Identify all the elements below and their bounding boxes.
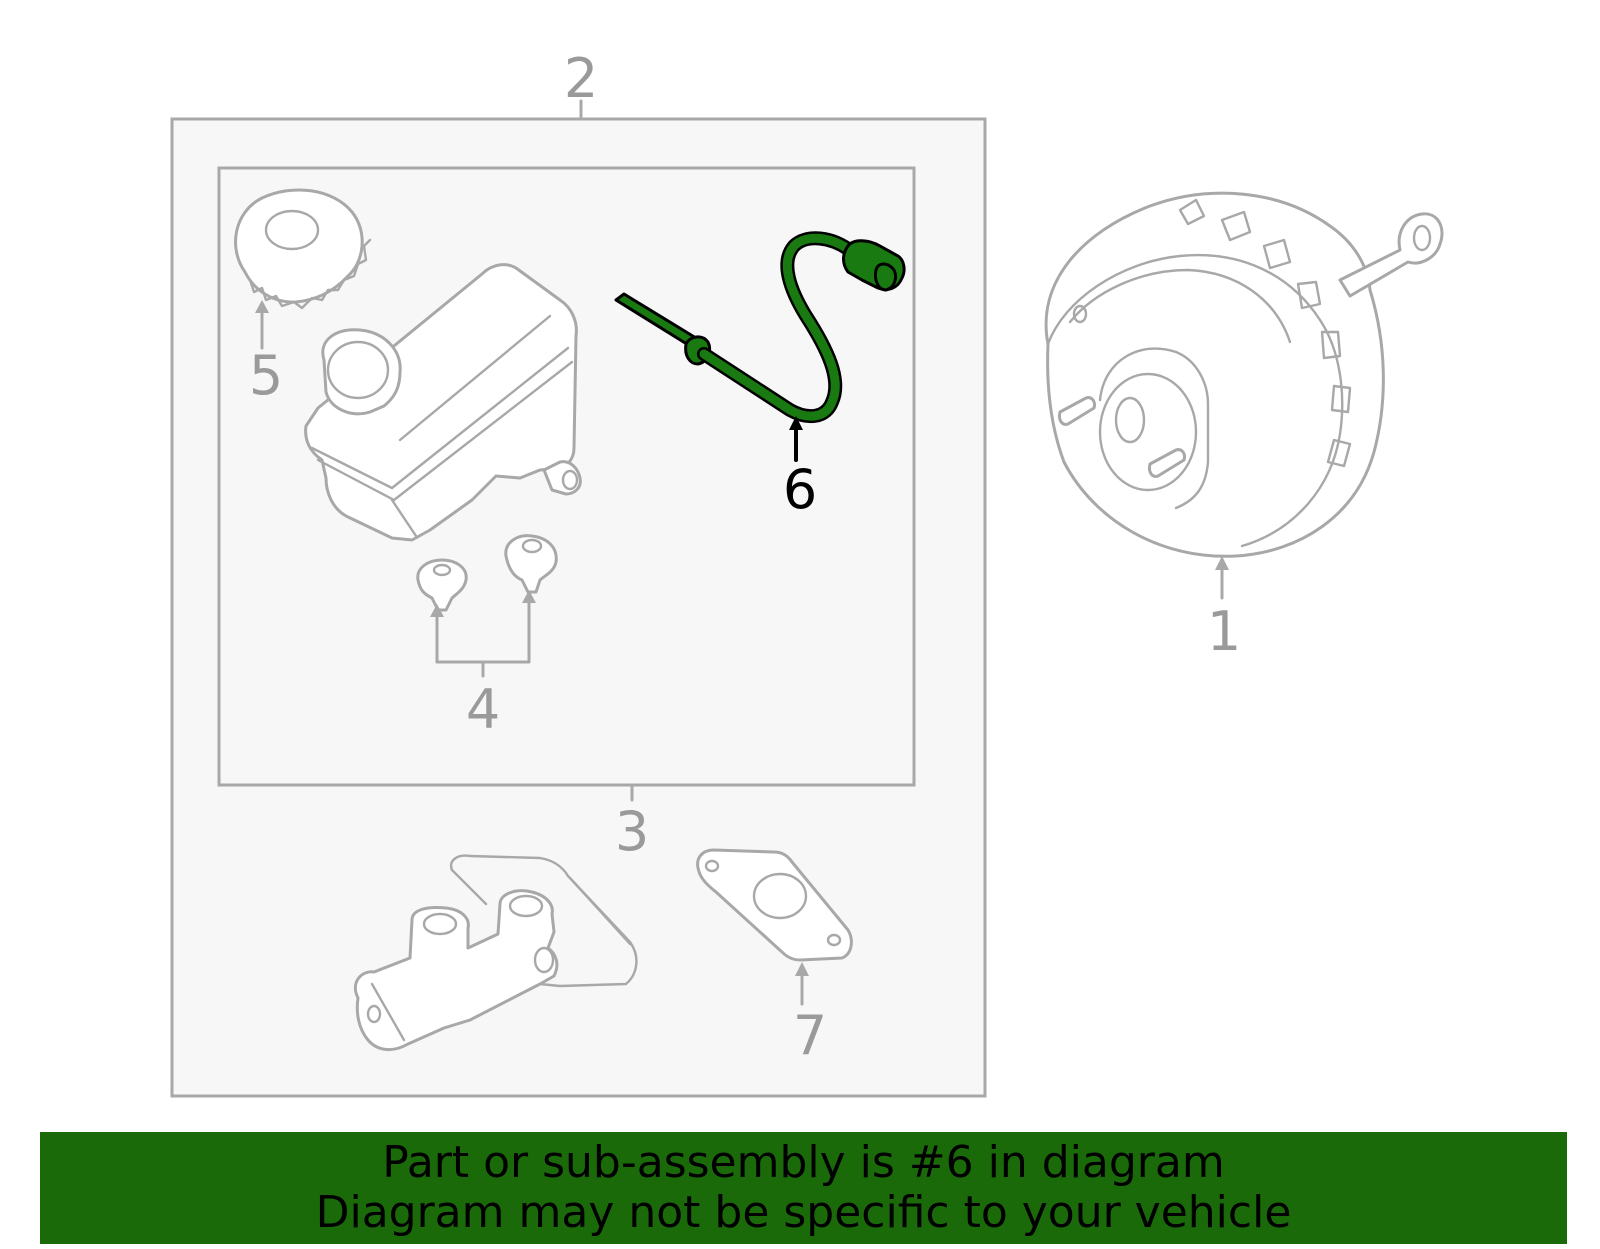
callout-1: 1 xyxy=(1207,600,1241,663)
part-4-grommet-right[interactable] xyxy=(504,534,558,594)
part-7-gasket[interactable] xyxy=(696,848,853,962)
part-1-brake-booster[interactable] xyxy=(1044,191,1444,558)
part-6-fluid-level-sensor[interactable] xyxy=(614,231,906,424)
info-banner: Part or sub-assembly is #6 in diagram Di… xyxy=(40,1132,1567,1244)
callout-6: 6 xyxy=(783,458,817,521)
callout-7: 7 xyxy=(793,1004,827,1067)
banner-line-2: Diagram may not be specific to your vehi… xyxy=(315,1187,1292,1238)
brake-fluid-reservoir[interactable] xyxy=(304,263,582,542)
part-5-reservoir-cap[interactable] xyxy=(234,188,372,310)
master-cylinder[interactable] xyxy=(353,854,638,1051)
part-4-grommet-left[interactable] xyxy=(416,558,468,612)
banner-line-1: Part or sub-assembly is #6 in diagram xyxy=(382,1137,1225,1188)
callout-4: 4 xyxy=(466,678,500,741)
callout-5: 5 xyxy=(249,344,283,407)
callout-2: 2 xyxy=(564,47,598,110)
callout-3: 3 xyxy=(615,800,649,863)
